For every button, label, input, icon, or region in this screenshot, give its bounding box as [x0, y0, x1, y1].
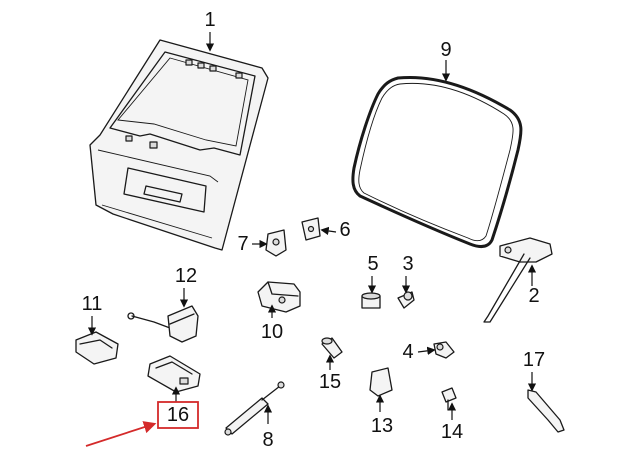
callout-13: 13 — [371, 415, 393, 437]
clip-part-3 — [397, 291, 415, 309]
rod-part-17 — [527, 389, 565, 433]
gas-strut-part — [224, 381, 285, 436]
callout-2: 2 — [528, 285, 539, 307]
callout-5: 5 — [367, 253, 378, 275]
garnish-switch-part — [147, 355, 201, 393]
callout-10: 10 — [261, 321, 283, 343]
callout-7: 7 — [237, 233, 248, 255]
callout-6: 6 — [339, 219, 350, 241]
callout-3: 3 — [402, 253, 413, 275]
screw-part-14 — [441, 387, 457, 411]
leader-6 — [320, 226, 337, 236]
bolt-part-4 — [433, 341, 455, 359]
leader-4 — [417, 346, 436, 356]
callout-11: 11 — [82, 293, 103, 315]
callout-4: 4 — [402, 341, 413, 363]
callout-9: 9 — [440, 39, 451, 61]
callout-1: 1 — [204, 9, 215, 31]
cover-part-13 — [369, 367, 393, 397]
highlight-box — [157, 401, 199, 429]
lock-actuator-part — [257, 281, 301, 313]
weatherstrip-part — [351, 75, 523, 249]
hinge-part — [483, 237, 553, 323]
callout-15: 15 — [319, 371, 341, 393]
bracket-part-6 — [301, 217, 321, 241]
liftgate-part — [89, 39, 269, 251]
highlight-arrow — [85, 421, 157, 447]
bracket-part-7 — [265, 229, 287, 257]
latch-part — [127, 305, 199, 343]
callout-8: 8 — [262, 429, 273, 451]
bump-stop-part-5 — [361, 292, 381, 309]
callout-12: 12 — [175, 265, 197, 287]
handle-bracket-part — [75, 331, 119, 365]
callout-16: 16 — [167, 404, 189, 426]
stopper-part-15 — [321, 337, 343, 359]
callout-14: 14 — [441, 421, 463, 443]
callout-17: 17 — [523, 349, 545, 371]
